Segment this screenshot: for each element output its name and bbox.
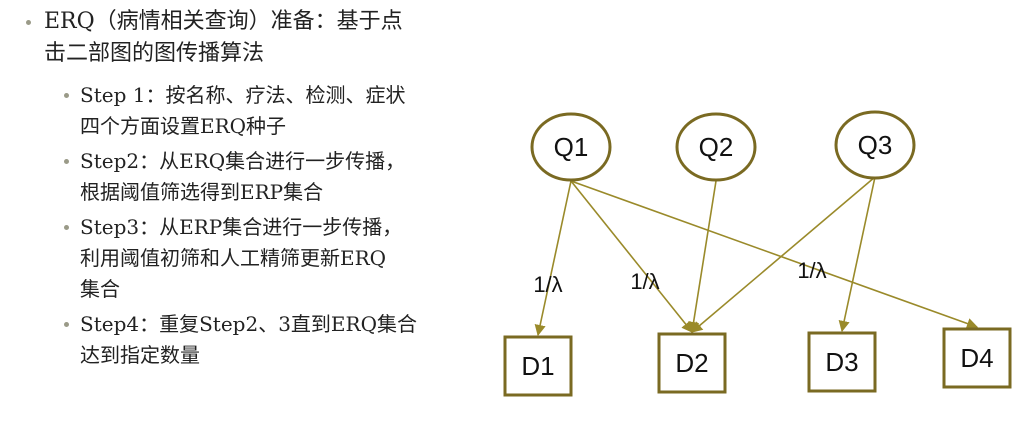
step-3-line3: 集合	[80, 277, 120, 301]
step-1-line1: Step 1：按名称、疗法、检测、症状	[80, 83, 406, 107]
bullet-list: ERQ（病情相关查询）准备：基于点 击二部图的图传播算法 Step 1：按名称、…	[12, 6, 512, 371]
step-2-line2: 根据阈值筛选得到ERP集合	[80, 180, 324, 204]
bullet-step-2: Step2：从ERQ集合进行一步传播， 根据阈值筛选得到ERP集合	[12, 146, 512, 208]
edge-weight-label: 1/λ	[533, 272, 562, 297]
bullet-main: ERQ（病情相关查询）准备：基于点 击二部图的图传播算法	[12, 6, 512, 70]
query-node-q1: Q1	[530, 112, 612, 182]
query-node-label: Q2	[699, 132, 734, 162]
doc-node-label: D1	[521, 351, 554, 381]
bullet-dot	[64, 159, 69, 164]
doc-node-label: D3	[825, 347, 858, 377]
edge-group	[534, 176, 979, 337]
step-2-line1: Step2：从ERQ集合进行一步传播，	[80, 149, 406, 173]
bullet-dot	[64, 225, 69, 230]
edge-q3-d2	[691, 176, 876, 333]
doc-node-d3: D3	[807, 331, 877, 393]
bullet-dot	[64, 322, 69, 327]
bullet-step-4: Step4：重复Step2、3直到ERQ集合 达到指定数量	[12, 309, 512, 371]
edge-q1-d1	[534, 180, 572, 337]
edge-label-group: 1/λ 1/λ 1/λ	[533, 258, 826, 297]
edge-q1-d4	[570, 180, 979, 329]
edge-q2-d2	[688, 180, 717, 334]
edge-q3-d3	[838, 176, 876, 333]
doc-node-label: D4	[960, 343, 993, 373]
step-4-line1: Step4：重复Step2、3直到ERQ集合	[80, 312, 417, 336]
edge-q1-d2	[570, 180, 693, 333]
query-node-label: Q3	[858, 130, 893, 160]
step-1-line2: 四个方面设置ERQ种子	[80, 114, 287, 138]
bullet-main-line1: ERQ（病情相关查询）准备：基于点	[44, 9, 403, 34]
doc-node-d1: D1	[503, 335, 573, 397]
edge-weight-label: 1/λ	[630, 269, 659, 294]
query-node-q2: Q2	[675, 112, 757, 182]
step-3-line1: Step3：从ERP集合进行一步传播，	[80, 215, 403, 239]
query-node-label: Q1	[554, 132, 589, 162]
bullet-step-3: Step3：从ERP集合进行一步传播， 利用阈值初筛和人工精筛更新ERQ 集合	[12, 212, 512, 305]
doc-node-d4: D4	[942, 327, 1012, 389]
edge-weight-label: 1/λ	[797, 258, 826, 283]
bullet-step-1: Step 1：按名称、疗法、检测、症状 四个方面设置ERQ种子	[12, 80, 512, 142]
doc-node-d2: D2	[657, 332, 727, 394]
bullet-dot	[26, 20, 31, 25]
step-4-line2: 达到指定数量	[80, 343, 200, 367]
step-3-line2: 利用阈值初筛和人工精筛更新ERQ	[80, 246, 387, 270]
doc-node-label: D2	[675, 348, 708, 378]
bullet-dot	[64, 93, 69, 98]
bullet-main-line2: 击二部图的图传播算法	[44, 41, 265, 66]
query-node-q3: Q3	[834, 110, 916, 180]
